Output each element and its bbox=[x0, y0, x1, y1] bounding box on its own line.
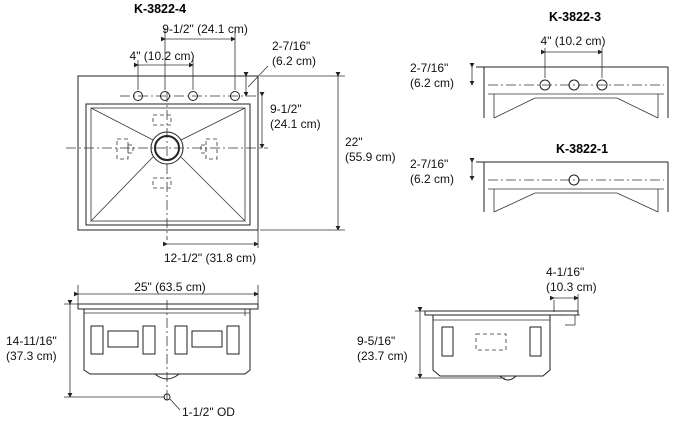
faucet-hole-4 bbox=[230, 91, 240, 101]
k3-hole-1 bbox=[539, 79, 551, 91]
front-rim bbox=[77, 303, 259, 310]
dim-front-height-cm: (37.3 cm) bbox=[6, 349, 57, 363]
dim-hole-spacing: 4" (10.2 cm) bbox=[130, 49, 195, 63]
faucet-hole-1 bbox=[133, 91, 143, 101]
dim-drain-od: 1-1/2" OD bbox=[182, 405, 235, 419]
side-body bbox=[432, 315, 551, 377]
top-view-k3822-4: K-3822-4 9-1/2" (24.1 cm) bbox=[66, 2, 396, 265]
model-label-k3822-4: K-3822-4 bbox=[134, 2, 186, 16]
dim-center-cm: (24.1 cm) bbox=[270, 117, 321, 131]
side-rim bbox=[424, 310, 579, 316]
top-view-k3822-3: K-3822-3 4" (10.2 cm) 2-7/16" (6.2 cm) bbox=[410, 10, 669, 119]
top-view-k3822-1: K-3822-1 2-7/16" (6.2 cm) bbox=[410, 142, 669, 213]
front-body bbox=[83, 309, 251, 375]
dim-side-flange-cm: (10.3 cm) bbox=[546, 280, 597, 294]
dim-center-in: 9-1/2" bbox=[270, 102, 302, 116]
sink-basin-inner bbox=[90, 107, 246, 222]
dim-side-flange-in: 4-1/16" bbox=[546, 265, 584, 279]
dim-drain-offset: 12-1/2" (31.8 cm) bbox=[164, 251, 256, 265]
dim-k3-edge-cm: (6.2 cm) bbox=[410, 76, 454, 90]
dim-k3-edge-in: 2-7/16" bbox=[410, 61, 448, 75]
dim-k1-edge-in: 2-7/16" bbox=[410, 157, 448, 171]
k3-hole-3 bbox=[596, 79, 608, 91]
front-view: 25" (63.5 cm) 1-1/2" OD 14-11/16" (37.3 … bbox=[6, 280, 259, 419]
dim-side-height-in: 9-5/16" bbox=[357, 334, 395, 348]
dim-side-height-cm: (23.7 cm) bbox=[357, 349, 408, 363]
model-label-k3822-3: K-3822-3 bbox=[549, 10, 601, 24]
k1-hole bbox=[568, 174, 580, 186]
dim-k1-edge-cm: (6.2 cm) bbox=[410, 172, 454, 186]
sink-basin-outline bbox=[85, 103, 251, 226]
faucet-hole-3 bbox=[188, 91, 198, 101]
dim-front-height-in: 14-11/16" bbox=[6, 334, 57, 348]
dim-depth-in: 22" bbox=[345, 135, 363, 149]
dim-front-width: 25" (63.5 cm) bbox=[134, 280, 206, 294]
faucet-hole-2 bbox=[160, 91, 170, 101]
k3-hole-2 bbox=[568, 79, 580, 91]
dim-edge-in: 2-7/16" bbox=[272, 39, 310, 53]
sink-rim-outline bbox=[77, 75, 259, 231]
dim-depth-cm: (55.9 cm) bbox=[345, 150, 396, 164]
dim-edge-cm: (6.2 cm) bbox=[272, 54, 316, 68]
dim-k3-hole-spacing: 4" (10.2 cm) bbox=[541, 34, 606, 48]
model-label-k3822-1: K-3822-1 bbox=[556, 142, 608, 156]
side-view: 4-1/16" (10.3 cm) 9-5/16" (23.7 cm) bbox=[357, 265, 597, 381]
dim-top-spread: 9-1/2" (24.1 cm) bbox=[162, 22, 248, 36]
